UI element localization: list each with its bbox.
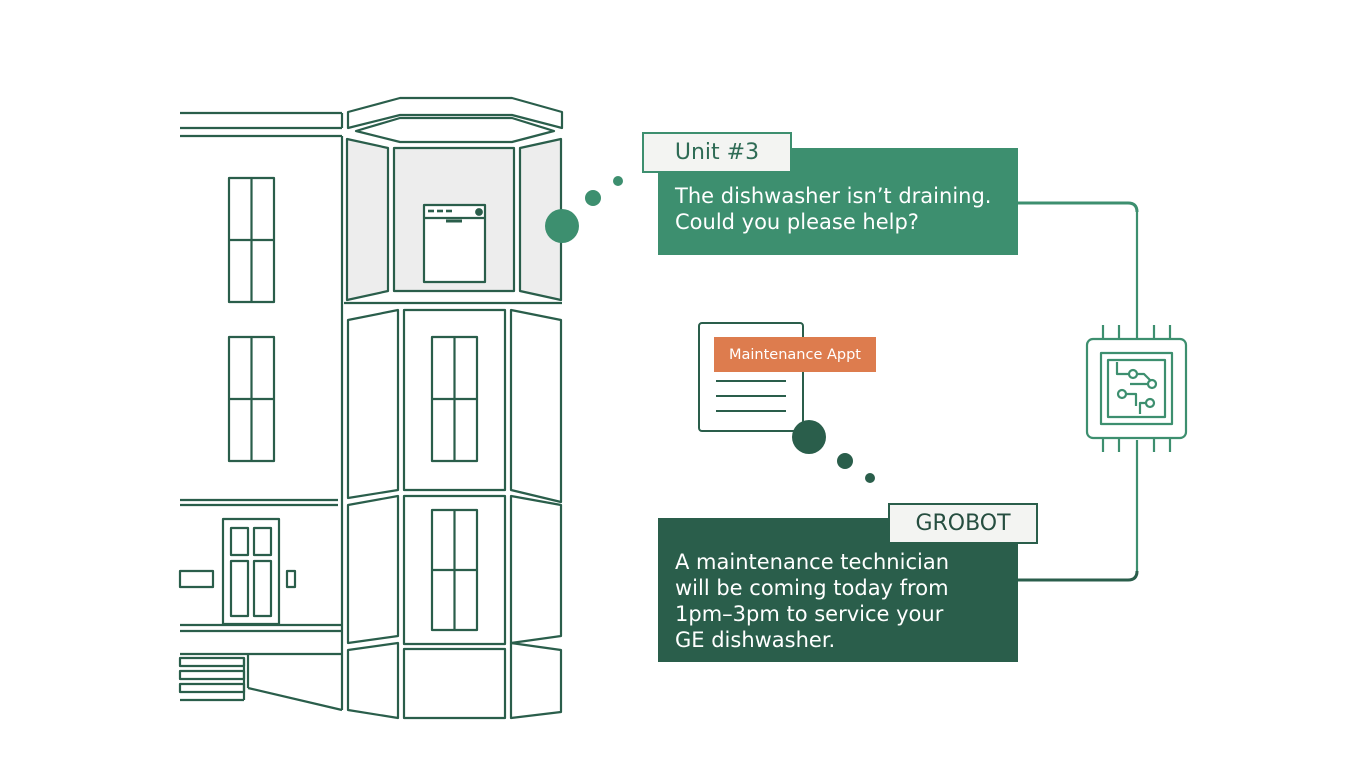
bot-message-line: will be coming today from	[675, 576, 949, 600]
window-left-top	[227, 176, 276, 304]
maintenance-appt-badge: Maintenance Appt	[714, 337, 876, 372]
tenant-sender-tag: Unit #3	[642, 132, 792, 173]
maintenance-appt-label: Maintenance Appt	[728, 346, 861, 363]
bot-message-line: 1pm–3pm to service your	[675, 602, 944, 626]
window-tower-second	[430, 335, 479, 463]
connector-top	[1018, 201, 1139, 213]
tenant-thought-dots	[545, 176, 623, 243]
tenant-message-line: Could you please help?	[675, 210, 919, 234]
connector-bottom	[1018, 570, 1139, 582]
bot-message-line: A maintenance technician	[675, 550, 950, 574]
tenant-message-line: The dishwasher isn’t draining.	[675, 184, 992, 208]
dishwasher-icon	[422, 203, 487, 284]
window-tower-ground	[430, 508, 479, 632]
building	[178, 111, 344, 712]
bot-message-bubble: A maintenance technician will be coming …	[658, 549, 1018, 653]
tenant-message-bubble: The dishwasher isn’t draining. Could you…	[658, 183, 1018, 235]
bot-sender-label: GROBOT	[915, 510, 1011, 536]
front-door	[221, 517, 281, 626]
bot-sender-tag: GROBOT	[888, 503, 1038, 544]
bot-message-line: GE dishwasher.	[675, 628, 836, 652]
bot-thought-dots	[792, 420, 875, 483]
chip-icon	[1085, 210, 1188, 575]
window-left-middle	[227, 335, 276, 463]
tenant-sender-label: Unit #3	[674, 139, 760, 165]
bay-tower	[344, 96, 564, 720]
